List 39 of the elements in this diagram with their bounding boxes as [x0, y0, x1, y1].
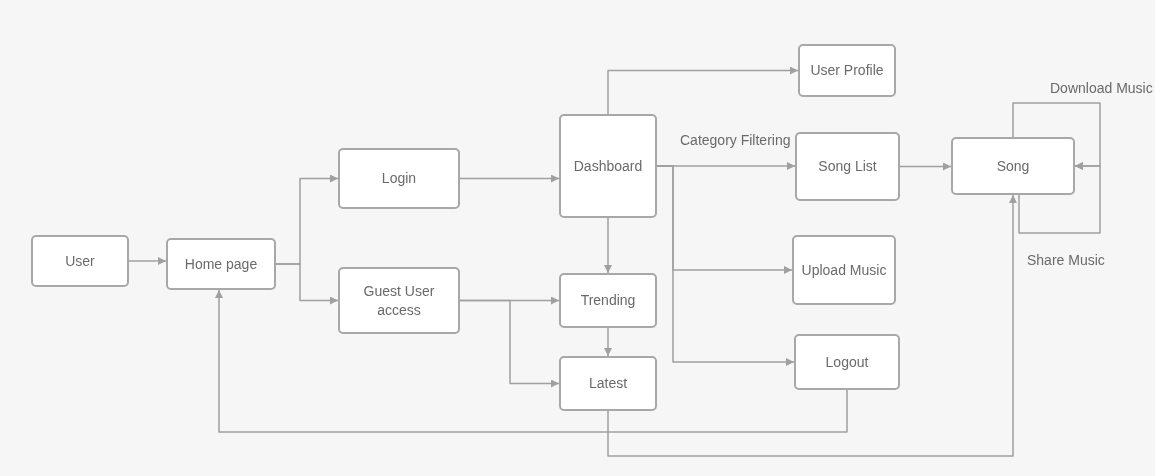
- box-label: Home page: [184, 254, 258, 274]
- edge-label: Download Music: [1048, 80, 1155, 96]
- box-label: Login: [381, 169, 417, 188]
- arrow: [459, 299, 560, 388]
- process-box: [559, 356, 657, 411]
- arrow: [899, 162, 952, 171]
- process-box: [338, 148, 460, 209]
- process-box: [166, 238, 276, 290]
- process-box: [798, 44, 896, 97]
- arrow: [459, 174, 560, 183]
- process-box: [559, 273, 657, 328]
- process-box: [794, 334, 900, 390]
- process-box: [795, 132, 900, 201]
- box-label: User Profile: [810, 61, 884, 80]
- box-label: Latest: [588, 374, 628, 393]
- edge-label: Category Filtering: [678, 132, 793, 148]
- arrow: [604, 327, 612, 357]
- process-box: [338, 267, 460, 334]
- arrow: [607, 66, 799, 115]
- box-label: User: [65, 251, 95, 271]
- box-label: Song List: [818, 157, 877, 176]
- box-label: Guest User access: [362, 281, 436, 320]
- process-box: [792, 235, 896, 305]
- box-label: Trending: [580, 291, 636, 310]
- process-box: [951, 137, 1075, 195]
- arrow: [1018, 162, 1101, 234]
- arrow: [215, 289, 848, 433]
- arrow: [604, 217, 612, 274]
- box-label: Song: [996, 156, 1030, 176]
- arrow: [128, 257, 167, 265]
- process-box: [31, 235, 129, 287]
- process-box: [559, 114, 657, 218]
- box-label: Logout: [825, 352, 869, 372]
- box-label: Dashboard: [573, 156, 643, 176]
- edge-label: Share Music: [1025, 252, 1107, 268]
- arrow: [607, 194, 1017, 457]
- box-label: Upload Music: [801, 260, 887, 280]
- arrow: [275, 263, 339, 305]
- arrow: [656, 165, 795, 366]
